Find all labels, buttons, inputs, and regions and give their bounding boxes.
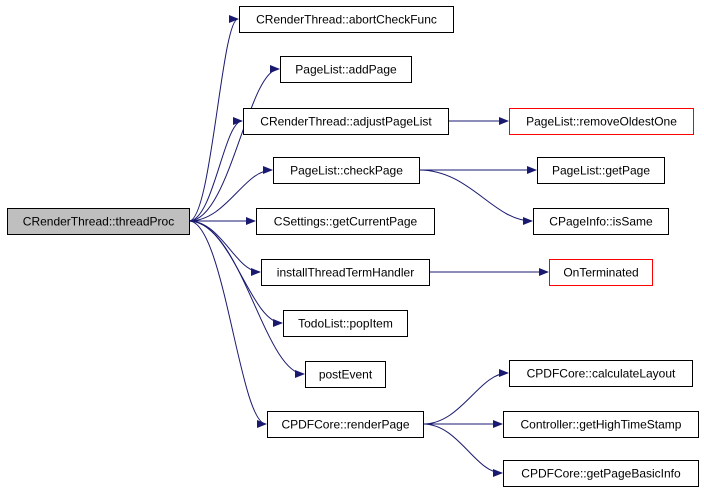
edge-threadProc-to-adjustPageList [188,117,243,222]
node-label-isSame: CPageInfo::isSame [549,215,653,229]
node-label-getPage: PageList::getPage [552,164,650,178]
node-box-OnTerminated [549,259,653,286]
node-label-OnTerminated: OnTerminated [563,266,638,280]
node-box-getPageBasicInfo [503,460,699,487]
edge-renderPage-to-getPageBasicInfo [422,423,503,477]
node-box-postEvent [305,361,386,388]
node-box-popItem [283,310,408,337]
node-label-abortCheckFunc: CRenderThread::abortCheckFunc [256,13,437,27]
node-OnTerminated[interactable]: OnTerminated [549,259,653,286]
edge-threadProc-to-addPage [188,65,280,222]
edge-checkPage-to-isSame [418,169,533,225]
node-box-getPage [537,157,665,184]
node-box-getHighTimeStamp [503,411,699,438]
edges-layer [188,15,549,477]
node-label-renderPage: CPDFCore::renderPage [281,418,409,432]
node-getPage[interactable]: PageList::getPage [537,157,665,184]
node-label-popItem: TodoList::popItem [298,317,393,331]
node-label-threadProc: CRenderThread::threadProc [23,215,174,229]
node-threadProc[interactable]: CRenderThread::threadProc [7,208,190,235]
node-installThreadTermHandler[interactable]: installThreadTermHandler [261,259,430,286]
node-label-checkPage: PageList::checkPage [290,164,403,178]
node-adjustPageList[interactable]: CRenderThread::adjustPageList [243,108,449,135]
node-removeOldestOne[interactable]: PageList::removeOldestOne [509,108,694,135]
node-box-checkPage [273,157,420,184]
edge-threadProc-to-abortCheckFunc [188,15,239,222]
node-popItem[interactable]: TodoList::popItem [283,310,408,337]
node-label-installThreadTermHandler: installThreadTermHandler [277,266,414,280]
node-box-installThreadTermHandler [261,259,430,286]
edge-threadProc-to-checkPage [188,166,273,222]
node-calculateLayout[interactable]: CPDFCore::calculateLayout [509,360,693,387]
node-box-getCurrentPage [256,208,435,235]
node-box-isSame [533,208,669,235]
node-box-calculateLayout [509,360,693,387]
edge-renderPage-to-calculateLayout [422,369,509,425]
node-label-getPageBasicInfo: CPDFCore::getPageBasicInfo [521,467,681,481]
node-box-threadProc [7,208,190,235]
node-label-getHighTimeStamp: Controller::getHighTimeStamp [521,418,682,432]
nodes-layer: CRenderThread::threadProc CRenderThread::… [7,6,699,487]
node-getHighTimeStamp[interactable]: Controller::getHighTimeStamp [503,411,699,438]
node-getPageBasicInfo[interactable]: CPDFCore::getPageBasicInfo [503,460,699,487]
node-box-renderPage [267,411,424,438]
node-renderPage[interactable]: CPDFCore::renderPage [267,411,424,438]
node-label-removeOldestOne: PageList::removeOldestOne [526,115,677,129]
edge-threadProc-to-renderPage [188,220,267,428]
node-box-abortCheckFunc [239,6,454,33]
node-label-adjustPageList: CRenderThread::adjustPageList [260,115,432,129]
node-abortCheckFunc[interactable]: CRenderThread::abortCheckFunc [239,6,454,33]
node-addPage[interactable]: PageList::addPage [280,56,412,83]
node-box-addPage [280,56,412,83]
node-isSame[interactable]: CPageInfo::isSame [533,208,669,235]
node-getCurrentPage[interactable]: CSettings::getCurrentPage [256,208,435,235]
node-label-postEvent: postEvent [319,368,373,382]
node-label-addPage: PageList::addPage [295,63,397,77]
node-box-removeOldestOne [509,108,694,135]
node-checkPage[interactable]: PageList::checkPage [273,157,420,184]
node-label-getCurrentPage: CSettings::getCurrentPage [274,215,418,229]
node-postEvent[interactable]: postEvent [305,361,386,388]
edge-threadProc-to-postEvent [188,220,305,378]
node-box-adjustPageList [243,108,449,135]
node-label-calculateLayout: CPDFCore::calculateLayout [527,367,676,381]
